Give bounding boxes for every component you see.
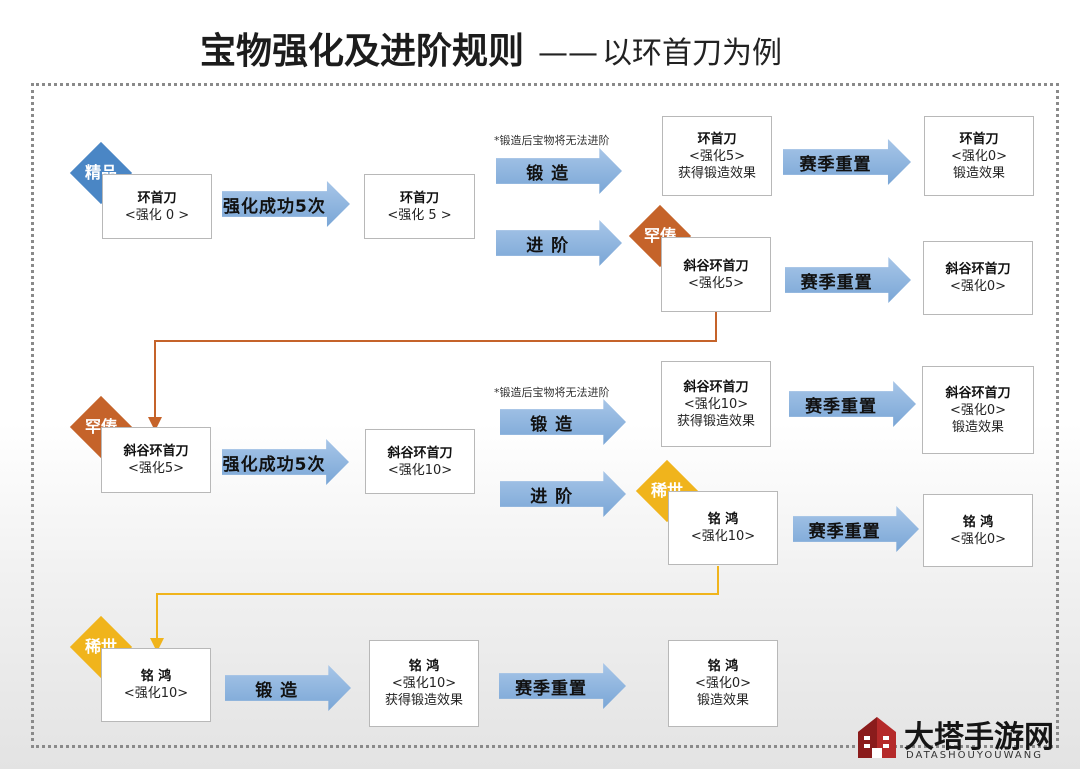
item-name: 斜谷环首刀: [945, 385, 1011, 401]
item-level: <强化5>: [687, 275, 745, 291]
item-level: <强化 0 >: [124, 207, 190, 223]
diagram-frame: [31, 83, 1059, 748]
arrow-row2-duanzao: 锻 造: [500, 399, 626, 445]
item-level: <强化0>: [949, 402, 1007, 418]
title-main: 宝物强化及进阶规则: [200, 30, 525, 72]
item-name: 铭 鸿: [707, 659, 739, 674]
arrow-label: 锻 造: [526, 163, 570, 184]
arrow-row2-jinjie: 进 阶: [500, 471, 626, 517]
box-row2-advanced-reset: 铭 鸿 <强化0>: [923, 494, 1033, 567]
arrow-row1-qianghua: 强化成功5次: [222, 181, 350, 227]
item-name: 斜谷环首刀: [387, 445, 453, 461]
arrow-label: 强化成功5次: [222, 454, 326, 475]
box-row2-start: 斜谷环首刀 <强化5>: [101, 427, 211, 493]
item-name: 铭 鸿: [707, 512, 739, 527]
box-row1-after: 环首刀 <强化 5 >: [364, 174, 475, 239]
arrow-row3-reset: 赛季重置: [499, 663, 626, 709]
arrow-label: 锻 造: [530, 414, 574, 435]
arrow-label: 赛季重置: [799, 154, 872, 175]
box-row1-forged-reset: 环首刀 <强化0> 锻造效果: [924, 116, 1034, 196]
box-row2-after: 斜谷环首刀 <强化10>: [365, 429, 475, 494]
arrow-row1-reset-advanced: 赛季重置: [785, 257, 911, 303]
item-level: <强化10>: [387, 462, 453, 478]
connector-handao: [148, 312, 717, 431]
site-logo: 大塔手游网 DATASHOUYOUWANG: [852, 712, 1072, 767]
box-row3-forged: 铭 鸿 <强化10> 获得锻造效果: [369, 640, 479, 727]
item-effect: 锻造效果: [696, 693, 749, 708]
item-name: 环首刀: [399, 190, 439, 206]
item-name: 铭 鸿: [408, 659, 440, 674]
item-effect: 获得锻造效果: [384, 693, 463, 708]
arrow-row2-reset-forged: 赛季重置: [789, 381, 916, 427]
page-title: 宝物强化及进阶规则 ——以环首刀为例: [200, 22, 900, 72]
logo-subtext: DATASHOUYOUWANG: [906, 750, 1043, 761]
item-level: <强化0>: [950, 148, 1008, 164]
box-row1-advanced: 斜谷环首刀 <强化5>: [661, 237, 771, 312]
item-level: <强化0>: [949, 279, 1007, 294]
arrow-label: 进 阶: [530, 486, 574, 507]
item-effect: 锻造效果: [952, 165, 1005, 181]
item-level: <强化5>: [127, 461, 185, 476]
item-level: <强化10>: [391, 676, 457, 691]
logo-text: 大塔手游网: [904, 720, 1054, 755]
item-name: 环首刀: [697, 131, 737, 147]
arrow-row3-duanzao: 锻 造: [225, 665, 351, 711]
arrow-row2-reset-advanced: 赛季重置: [793, 506, 919, 552]
item-name: 斜谷环首刀: [683, 379, 749, 395]
box-row1-forged: 环首刀 <强化5> 获得锻造效果: [662, 116, 772, 196]
item-effect: 获得锻造效果: [677, 165, 756, 181]
arrow-row1-reset-forged: 赛季重置: [783, 139, 911, 185]
arrow-label: 进 阶: [526, 235, 570, 256]
arrow-label: 锻 造: [255, 680, 299, 701]
box-row1-start: 环首刀 <强化 0 >: [102, 174, 212, 239]
connector-xishi: [150, 566, 719, 652]
box-row2-forged-reset: 斜谷环首刀 <强化0> 锻造效果: [922, 366, 1034, 454]
item-level: <强化 5 >: [387, 207, 452, 223]
title-sub: 以环首刀为例: [602, 36, 783, 71]
item-name: 环首刀: [137, 190, 177, 206]
item-level: <强化10>: [690, 529, 756, 544]
arrow-label: 赛季重置: [515, 678, 588, 699]
item-name: 铭 鸿: [140, 669, 172, 684]
item-level: <强化5>: [688, 148, 746, 164]
tower-logo-icon: [858, 717, 896, 758]
box-row1-advanced-reset: 斜谷环首刀 <强化0>: [923, 241, 1033, 315]
arrow-label: 赛季重置: [800, 272, 873, 293]
arrow-row1-jinjie: 进 阶: [496, 220, 622, 266]
arrow-label: 赛季重置: [808, 521, 881, 542]
note-row2: *锻造后宝物将无法进阶: [494, 386, 610, 399]
title-dash: ——: [538, 36, 599, 71]
note-row1: *锻造后宝物将无法进阶: [494, 134, 610, 147]
arrow-row1-duanzao: 锻 造: [496, 148, 622, 194]
item-name: 铭 鸿: [962, 514, 994, 530]
item-name: 环首刀: [959, 131, 999, 147]
arrow-row2-qianghua: 强化成功5次: [222, 439, 349, 485]
item-name: 斜谷环首刀: [683, 258, 749, 274]
box-row3-start: 铭 鸿 <强化10>: [101, 648, 211, 722]
box-row2-forged: 斜谷环首刀 <强化10> 获得锻造效果: [661, 361, 771, 447]
item-effect: 获得锻造效果: [676, 413, 755, 429]
item-level: <强化10>: [683, 396, 749, 412]
box-row3-forged-reset: 铭 鸿 <强化0> 锻造效果: [668, 640, 778, 727]
item-level: <强化10>: [123, 686, 189, 701]
arrow-label: 赛季重置: [805, 396, 878, 417]
item-level: <强化0>: [949, 531, 1007, 547]
item-name: 斜谷环首刀: [123, 444, 189, 459]
box-row2-advanced: 铭 鸿 <强化10>: [668, 491, 778, 565]
item-name: 斜谷环首刀: [945, 262, 1011, 277]
item-level: <强化0>: [694, 676, 752, 691]
item-effect: 锻造效果: [951, 419, 1004, 435]
arrow-label: 强化成功5次: [223, 196, 326, 217]
